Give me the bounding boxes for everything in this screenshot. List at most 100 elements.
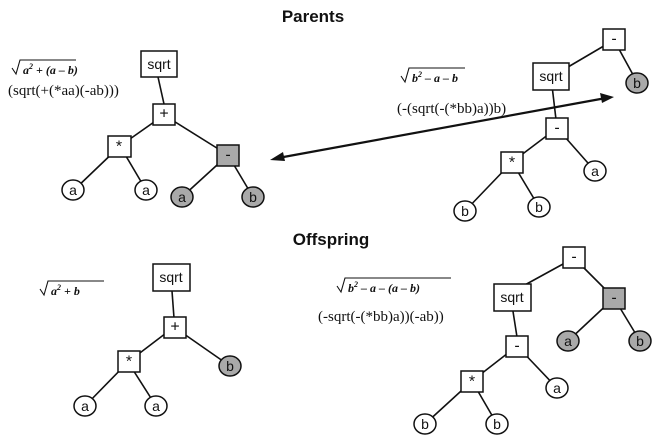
- child1-leaf-b-shaded: b: [218, 355, 242, 377]
- child1-node-sqrt: sqrt: [152, 263, 191, 292]
- child1-radical-sign: [39, 280, 104, 297]
- child1-formula-rest: + b: [61, 284, 80, 298]
- svg-text:+: +: [159, 106, 168, 123]
- svg-text:a: a: [69, 182, 77, 198]
- parent1-node-plus: +: [152, 103, 176, 126]
- parent2-node-minus-top: -: [602, 28, 626, 51]
- child2-formula-rest: – a – (a – b): [358, 281, 420, 295]
- child2-node-minus-top: -: [562, 246, 586, 269]
- svg-text:-: -: [225, 147, 230, 164]
- child2-leaf-b-right: b: [485, 413, 509, 435]
- svg-text:a: a: [152, 398, 160, 414]
- parent2-leaf-b-shaded: b: [625, 72, 649, 94]
- child2-tree: b2 – a – (a – b) (-sqrt(-(*bb)a))(-ab)) …: [318, 246, 652, 435]
- parent1-formula-rest: + (a – b): [33, 63, 78, 77]
- svg-text:-: -: [571, 249, 576, 266]
- svg-text:a: a: [178, 189, 186, 205]
- svg-text:a: a: [81, 398, 89, 414]
- parent1-tree: a2 + (a – b) (sqrt(+(*aa)(-ab))) sqrt + …: [8, 50, 265, 208]
- parent1-formula-sup: 2: [28, 62, 33, 71]
- svg-text:-: -: [611, 31, 616, 48]
- child2-leaf-a: a: [545, 377, 569, 399]
- child2-node-times: *: [460, 370, 484, 393]
- crossover-double-arrow: [270, 93, 614, 161]
- child1-leaf-a-right: a: [144, 395, 168, 417]
- svg-text:b: b: [636, 333, 644, 349]
- parent2-leaf-b-right: b: [527, 196, 551, 218]
- svg-text:+: +: [170, 319, 179, 336]
- heading-parents: Parents: [282, 7, 344, 26]
- svg-text:*: *: [126, 354, 132, 371]
- child1-tree: a2 + b sqrt + * b a a: [39, 263, 242, 417]
- parent2-leaf-b-left: b: [453, 200, 477, 222]
- child2-formula-sup: 2: [353, 280, 358, 289]
- parent1-radical-sign: [11, 59, 76, 76]
- parent2-formula-rest: – a – b: [422, 71, 458, 85]
- svg-text:b: b: [535, 199, 543, 215]
- parent2-node-minus-mid: -: [545, 117, 569, 140]
- child2-leaf-b-left: b: [413, 413, 437, 435]
- parent1-node-minus-shaded: -: [216, 144, 240, 167]
- svg-text:b: b: [226, 358, 234, 374]
- parent2-formula-base: b: [412, 71, 418, 85]
- parent1-leaf-a-right: a: [134, 179, 158, 201]
- parent2-radical-sign: [400, 67, 465, 84]
- child1-formula-base: a: [51, 284, 57, 298]
- parent2-sexpr: (-(sqrt(-(*bb)a))b): [397, 101, 506, 117]
- svg-text:a: a: [564, 333, 572, 349]
- child2-leaf-a-shaded: a: [556, 330, 580, 352]
- svg-text:b: b: [633, 75, 641, 91]
- svg-text:b: b: [493, 416, 501, 432]
- parent1-formula: a2 + (a – b): [11, 59, 78, 77]
- svg-text:a: a: [553, 380, 561, 396]
- svg-text:sqrt: sqrt: [147, 56, 170, 72]
- child1-leaf-a-left: a: [73, 395, 97, 417]
- svg-text:*: *: [469, 374, 475, 391]
- svg-text:*: *: [509, 155, 515, 172]
- parent1-node-times: *: [107, 135, 132, 158]
- child2-sexpr: (-sqrt(-(*bb)a))(-ab)): [318, 309, 444, 325]
- parent1-sexpr: (sqrt(+(*aa)(-ab))): [8, 83, 119, 99]
- svg-text:a: a: [142, 182, 150, 198]
- parent2-formula-sup: 2: [417, 70, 422, 79]
- svg-text:*: *: [116, 139, 122, 156]
- parent1-leaf-a-shaded: a: [170, 186, 194, 208]
- svg-text:sqrt: sqrt: [539, 68, 562, 84]
- svg-text:-: -: [554, 120, 559, 137]
- child1-node-plus: +: [163, 316, 187, 339]
- child2-radical-sign: [336, 277, 451, 294]
- child2-leaf-b-shaded: b: [628, 330, 652, 352]
- child2-formula-base: b: [348, 281, 354, 295]
- parent1-leaf-b-shaded: b: [241, 186, 265, 208]
- parent2-node-times: *: [500, 151, 524, 174]
- parent2-leaf-a: a: [583, 160, 607, 182]
- parent1-leaf-a-left: a: [61, 179, 85, 201]
- child1-formula-text: a2 + b: [51, 283, 80, 298]
- svg-text:b: b: [461, 203, 469, 219]
- child2-node-minus-mid: -: [505, 335, 529, 358]
- parent1-formula-text: a2 + (a – b): [23, 62, 78, 77]
- child2-node-minus-shaded: -: [602, 287, 626, 310]
- svg-text:b: b: [421, 416, 429, 432]
- svg-text:-: -: [611, 290, 616, 307]
- child2-node-sqrt: sqrt: [493, 283, 532, 312]
- svg-text:sqrt: sqrt: [159, 269, 182, 285]
- parent1-formula-base: a: [23, 63, 29, 77]
- parent2-node-sqrt: sqrt: [532, 62, 570, 91]
- svg-text:b: b: [249, 189, 257, 205]
- child1-formula: a2 + b: [39, 280, 104, 298]
- child2-formula-text: b2 – a – (a – b): [348, 280, 420, 295]
- child2-formula: b2 – a – (a – b): [336, 277, 451, 295]
- parent1-node-sqrt: sqrt: [140, 50, 178, 78]
- parent2-tree: b2 – a – b (-(sqrt(-(*bb)a))b) - sqrt b …: [397, 28, 649, 222]
- child1-node-times: *: [117, 350, 141, 373]
- heading-offspring: Offspring: [293, 230, 370, 249]
- svg-text:-: -: [514, 338, 519, 355]
- svg-text:a: a: [591, 163, 599, 179]
- parent2-formula: b2 – a – b: [400, 67, 465, 85]
- svg-text:sqrt: sqrt: [500, 289, 523, 305]
- child1-formula-sup: 2: [56, 283, 61, 292]
- parent2-formula-text: b2 – a – b: [412, 70, 458, 85]
